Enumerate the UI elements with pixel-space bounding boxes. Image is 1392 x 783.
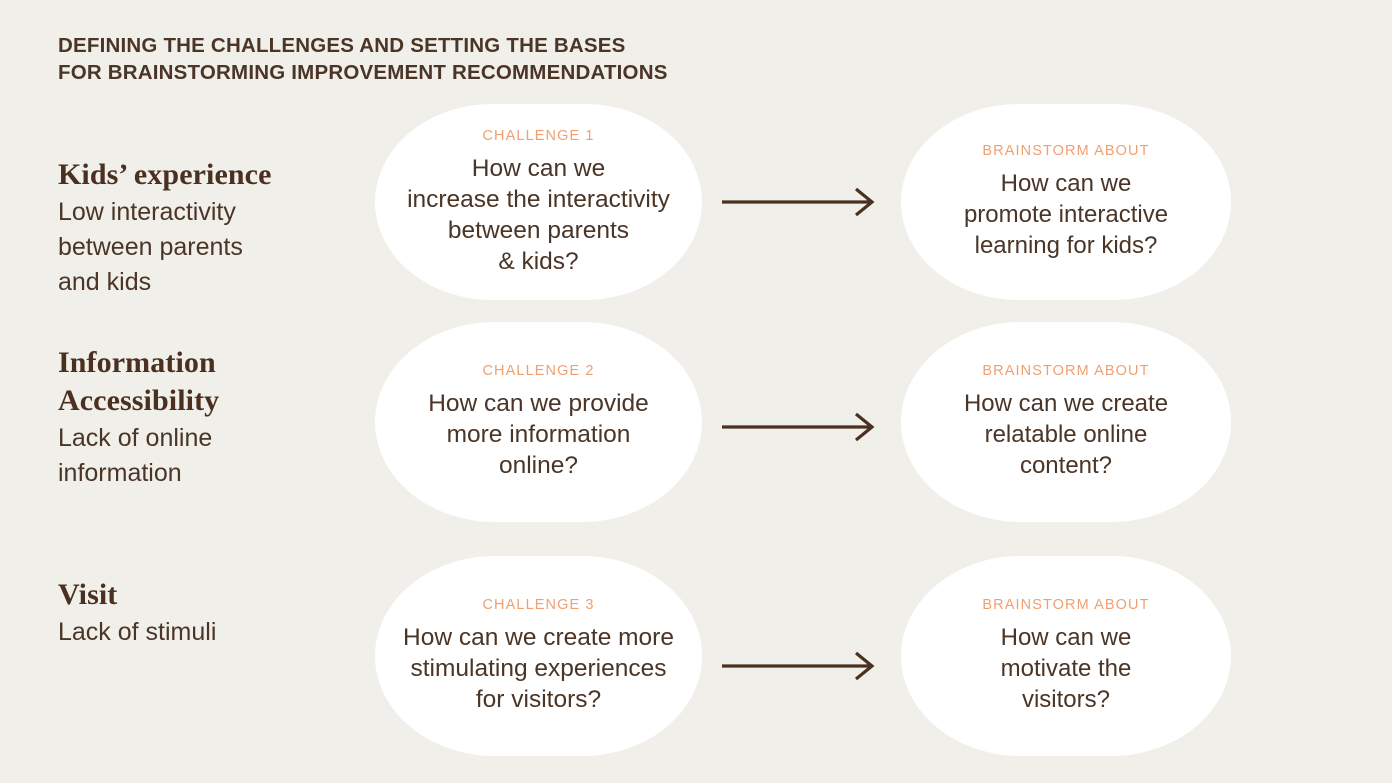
challenge-row: Information Accessibility Lack of online… bbox=[0, 322, 1392, 522]
row-label-subtitle: Lack of stimuli bbox=[58, 618, 217, 646]
brainstorm-bubble[interactable]: BRAINSTORM ABOUT How can we motivate the… bbox=[901, 556, 1231, 756]
brainstorm-bubble[interactable]: BRAINSTORM ABOUT How can we promote inte… bbox=[901, 104, 1231, 300]
row-label-group: Kids’ experience Low interactivity betwe… bbox=[58, 156, 358, 300]
challenge-question: How can we provide more information onli… bbox=[428, 390, 649, 479]
page-title: DEFINING THE CHALLENGES AND SETTING THE … bbox=[58, 34, 668, 84]
challenge-row: Kids’ experience Low interactivity betwe… bbox=[0, 104, 1392, 300]
challenge-bubble[interactable]: CHALLENGE 3 How can we create more stimu… bbox=[375, 556, 702, 756]
brainstorm-kicker: BRAINSTORM ABOUT bbox=[982, 363, 1150, 379]
challenge-row: Visit Lack of stimuli CHALLENGE 3 How ca… bbox=[0, 556, 1392, 756]
challenge-bubble[interactable]: CHALLENGE 2 How can we provide more info… bbox=[375, 322, 702, 522]
challenge-question: How can we create more stimulating exper… bbox=[403, 624, 674, 713]
arrow-right-icon bbox=[722, 187, 877, 217]
brainstorm-question: How can we create relatable online conte… bbox=[963, 390, 1169, 479]
row-label-title: Information Accessibility bbox=[58, 346, 220, 417]
brainstorm-question: How can we motivate the visitors? bbox=[1000, 624, 1132, 713]
row-label-subtitle: Lack of online information bbox=[58, 424, 213, 487]
row-label-group: Information Accessibility Lack of online… bbox=[58, 344, 358, 491]
row-label-subtitle: Low interactivity between parents and ki… bbox=[58, 198, 243, 296]
brainstorm-kicker: BRAINSTORM ABOUT bbox=[982, 597, 1150, 613]
arrow-right-icon bbox=[722, 651, 877, 681]
brainstorm-question: How can we promote interactive learning … bbox=[963, 170, 1169, 259]
row-label-title: Visit bbox=[58, 578, 118, 611]
brainstorm-bubble[interactable]: BRAINSTORM ABOUT How can we create relat… bbox=[901, 322, 1231, 522]
challenge-kicker: CHALLENGE 2 bbox=[482, 363, 595, 379]
challenge-question: How can we increase the interactivity be… bbox=[407, 154, 670, 275]
arrow-right-icon bbox=[722, 412, 877, 442]
row-label-group: Visit Lack of stimuli bbox=[58, 576, 358, 650]
row-label-title: Kids’ experience bbox=[58, 158, 272, 191]
challenge-bubble[interactable]: CHALLENGE 1 How can we increase the inte… bbox=[375, 104, 702, 300]
challenge-kicker: CHALLENGE 3 bbox=[482, 597, 595, 613]
brainstorm-kicker: BRAINSTORM ABOUT bbox=[982, 143, 1150, 159]
challenge-kicker: CHALLENGE 1 bbox=[482, 127, 595, 144]
